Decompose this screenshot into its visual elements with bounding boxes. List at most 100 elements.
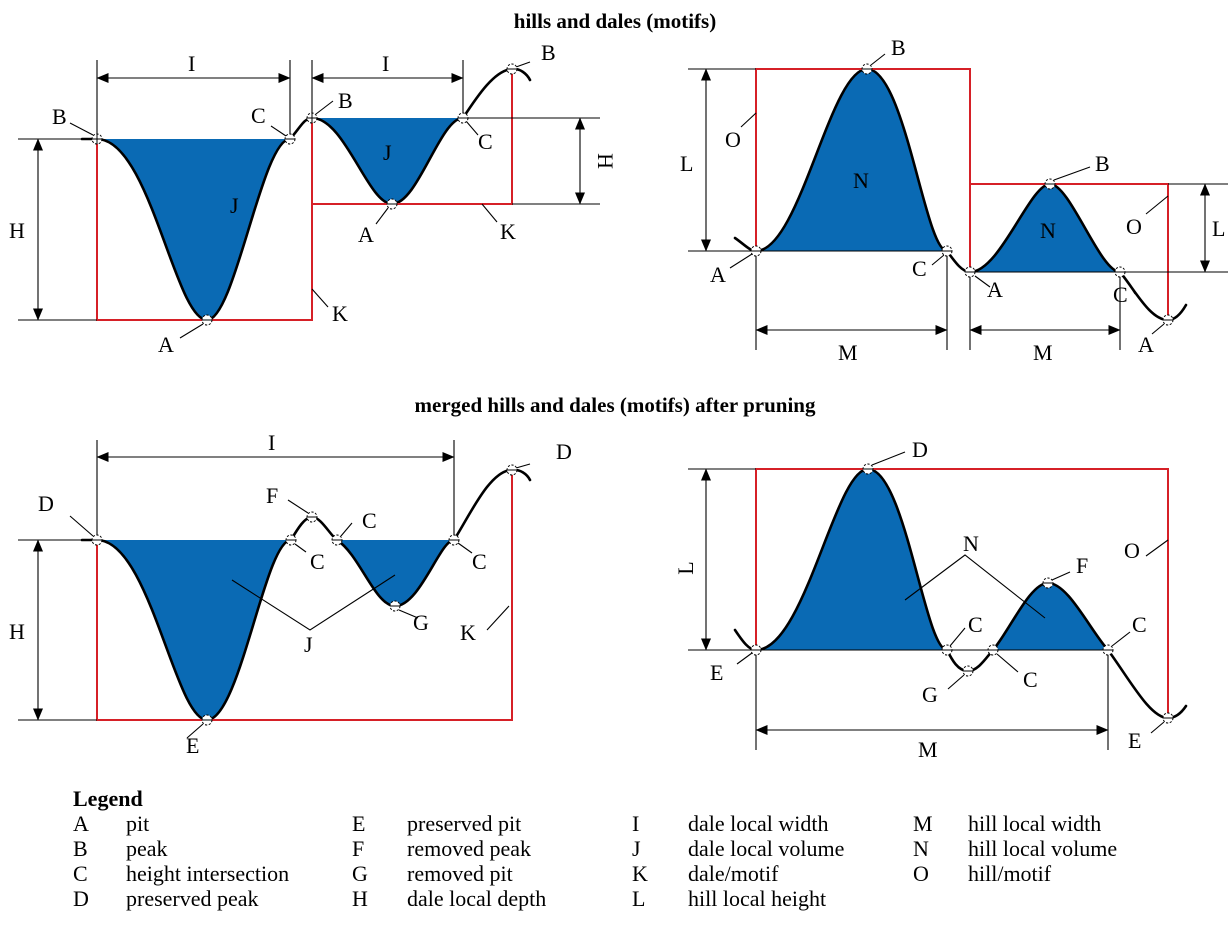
label-hill-height-rotated: L — [673, 561, 698, 574]
label-dale-width: I — [268, 430, 275, 455]
legend-code: H — [352, 886, 368, 911]
pit-marker — [964, 266, 976, 278]
label-pit: A — [1138, 332, 1154, 357]
label-dale-depth: H — [9, 619, 25, 644]
legend-text: pit — [126, 811, 149, 836]
label-hill-width: M — [918, 737, 938, 762]
legend-code: D — [73, 886, 89, 911]
legend-title: Legend — [73, 786, 143, 811]
peak-marker — [1044, 178, 1056, 190]
hill-volume-fill-2 — [970, 184, 1120, 272]
label-height-intersection: C — [1113, 282, 1128, 307]
legend-text: removed pit — [407, 861, 513, 886]
peak-marker — [306, 112, 318, 124]
legend-text: removed peak — [407, 836, 531, 861]
peak-marker — [506, 63, 518, 75]
dale-point-markers — [91, 63, 518, 326]
label-peak: B — [891, 35, 906, 60]
height-intersection-marker — [457, 112, 469, 124]
legend-text: height intersection — [126, 861, 289, 886]
label-pit: A — [358, 222, 374, 247]
merged-dale-dimension-arrows — [33, 452, 455, 721]
legend-code: G — [352, 861, 368, 886]
label-dale-motif: K — [332, 301, 348, 326]
label-pit: A — [987, 277, 1003, 302]
legend-code: M — [913, 811, 933, 836]
merged-dale-point-markers — [91, 464, 518, 726]
legend-text: hill local volume — [968, 836, 1117, 861]
height-intersection-marker — [285, 534, 297, 546]
label-hill-motif: O — [1126, 214, 1142, 239]
pit-marker — [201, 314, 213, 326]
legend-text: peak — [126, 836, 168, 861]
height-intersection-marker — [941, 644, 953, 656]
label-dale-volume: J — [383, 140, 392, 165]
merged-dale-volume-fill-2 — [337, 540, 454, 606]
panel-dales: B C B C B A A H I I J J K K H — [9, 40, 618, 357]
legend-text: hill local width — [968, 811, 1101, 836]
label-preserved-peak: D — [38, 491, 54, 516]
label-hill-volume: N — [853, 168, 869, 193]
height-intersection-marker — [987, 644, 999, 656]
legend-code: E — [352, 811, 365, 836]
label-height-intersection: C — [310, 549, 325, 574]
label-hill-width: M — [838, 340, 858, 365]
legend-code: L — [632, 886, 645, 911]
merged-hill-leader-lines — [736, 451, 1169, 734]
removed-pit-marker — [389, 600, 401, 612]
preserved-peak-marker — [506, 464, 518, 476]
label-peak: B — [338, 88, 353, 113]
label-peak: B — [541, 40, 556, 65]
label-height-intersection: C — [1023, 667, 1038, 692]
panel-merged-dales: D D F C C C G K J H I E — [9, 430, 572, 758]
legend-code: F — [352, 836, 364, 861]
hill-volume-fill-1 — [756, 69, 947, 251]
merged-hill-point-markers — [750, 463, 1174, 724]
label-preserved-pit: E — [1128, 728, 1141, 753]
label-hill-width: M — [1033, 340, 1053, 365]
label-dale-motif: K — [500, 219, 516, 244]
preserved-pit-marker — [750, 644, 762, 656]
label-removed-pit: G — [413, 610, 429, 635]
legend-code: A — [73, 811, 89, 836]
label-dale-width: I — [188, 51, 195, 76]
legend-text: hill local height — [688, 886, 826, 911]
legend-text: dale local width — [688, 811, 829, 836]
merged-hill-dimension-arrows — [701, 468, 1109, 735]
label-dale-width: I — [382, 51, 389, 76]
label-preserved-pit: E — [710, 660, 723, 685]
label-preserved-peak: D — [912, 437, 928, 462]
legend-text: dale local volume — [688, 836, 844, 861]
label-height-intersection: C — [472, 549, 487, 574]
legend-text: hill/motif — [968, 861, 1052, 886]
legend-text: preserved peak — [126, 886, 259, 911]
label-preserved-pit: E — [186, 733, 199, 758]
removed-peak-marker — [306, 511, 318, 523]
height-intersection-marker — [284, 133, 296, 145]
label-height-intersection: C — [362, 508, 377, 533]
hill-leader-lines — [729, 53, 1169, 335]
height-intersection-marker — [941, 245, 953, 257]
label-hill-motif: O — [725, 127, 741, 152]
legend-code: O — [913, 861, 929, 886]
dale-volume-fill-1 — [97, 139, 290, 320]
label-removed-peak: F — [266, 483, 278, 508]
label-pit: A — [158, 332, 174, 357]
legend-text: dale local depth — [407, 886, 546, 911]
hill-point-markers — [750, 63, 1174, 326]
legend-code: N — [913, 836, 929, 861]
label-hill-height: L — [680, 151, 693, 176]
peak-marker — [861, 63, 873, 75]
label-hill-height: L — [1212, 216, 1225, 241]
label-dale-volume: J — [230, 193, 239, 218]
merged-hill-volume-fill-2 — [993, 583, 1108, 650]
